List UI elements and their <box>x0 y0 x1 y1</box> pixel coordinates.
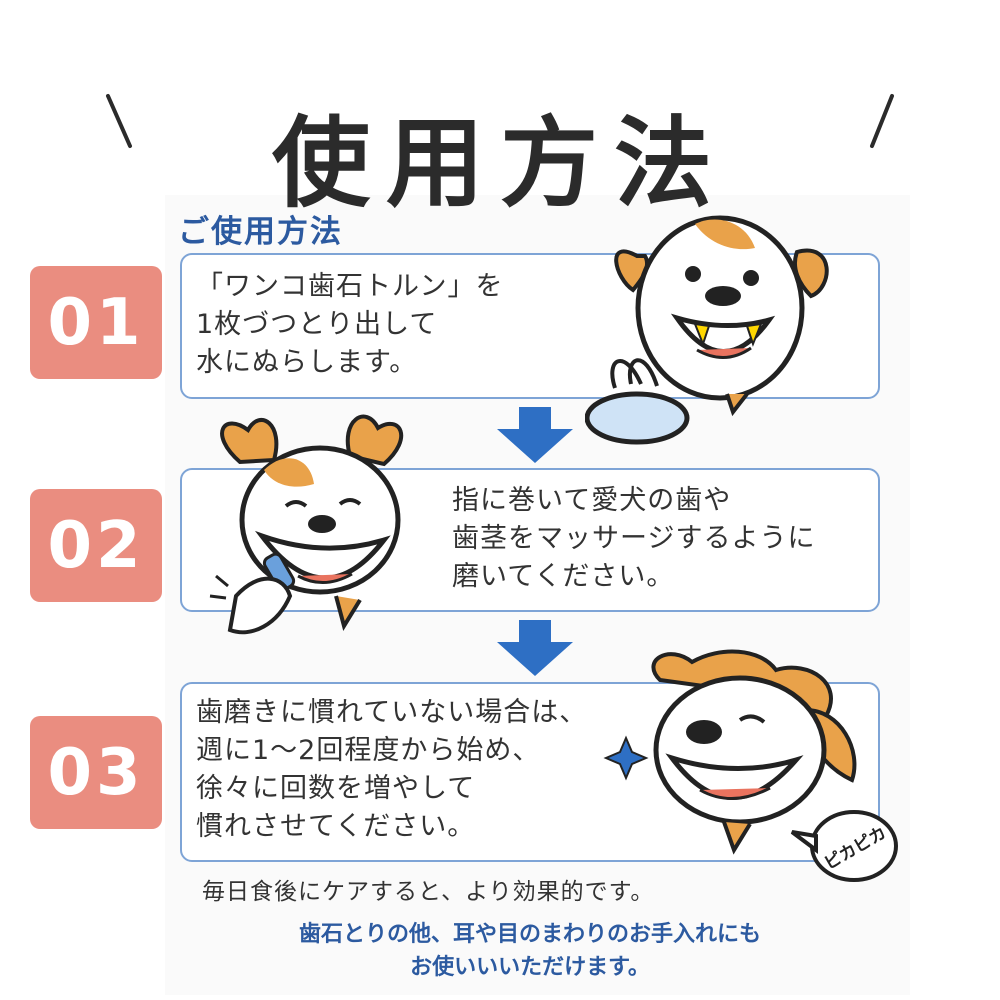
page-title: 使用方法 <box>271 106 728 221</box>
dog-brushing-teeth-illustration <box>209 414 404 635</box>
sparkle-icon <box>603 735 649 781</box>
step-badge-3: 03 <box>30 716 162 829</box>
down-arrow-icon <box>497 407 573 463</box>
usage-note: 歯石とりの他、耳や目のまわりのお手入れにも お使いいいただけます。 <box>180 918 880 984</box>
usage-note-line-1: 歯石とりの他、耳や目のまわりのお手入れにも <box>298 921 761 947</box>
dog-with-water-bowl-illustration <box>585 215 829 445</box>
down-arrow-icon <box>497 620 573 676</box>
step-badge-1: 01 <box>30 266 162 379</box>
usage-note-line-2: お使いいいただけます。 <box>410 954 650 980</box>
tip-text: 毎日食後にケアすると、より効果的です。 <box>202 879 655 905</box>
right-slash-icon <box>870 94 894 148</box>
step-text-2: 指に巻いて愛犬の歯や 歯茎をマッサージするように 磨いてください。 <box>452 485 816 592</box>
step-badge-2: 02 <box>30 489 162 602</box>
smiling-dog-illustration: ピカピカ <box>603 649 898 882</box>
left-slash-icon <box>106 94 132 148</box>
section-heading: ご使用方法 <box>178 214 343 250</box>
step-text-1: 「ワンコ歯石トルン」を 1枚づつとり出して 水にぬらします。 <box>196 271 504 378</box>
step-text-3: 歯磨きに慣れていない場合は、 週に1～2回程度から始め、 徐々に回数を増やして … <box>196 697 588 842</box>
